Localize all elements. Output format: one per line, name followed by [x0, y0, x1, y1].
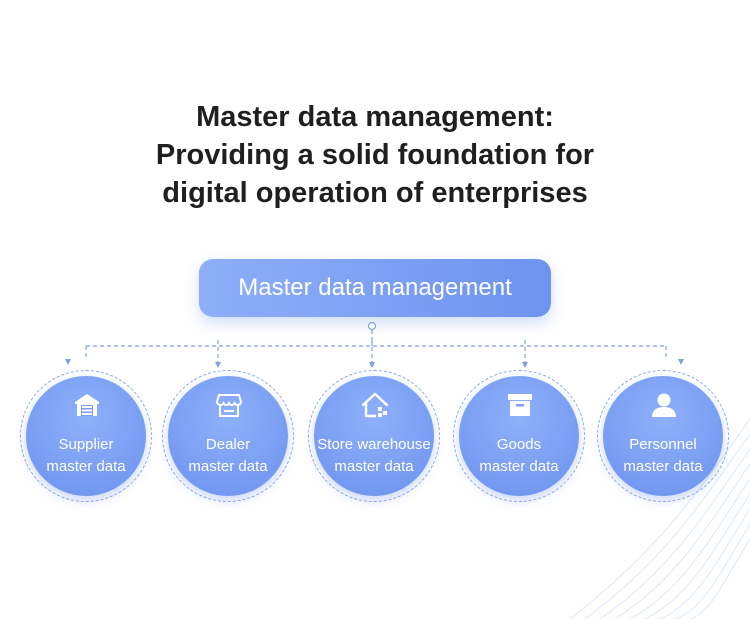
storefront-icon: [216, 394, 242, 417]
decorative-wave-lines: [569, 418, 750, 619]
warehouse-icon: [75, 394, 99, 416]
personnel-label-line-1: Personnel: [629, 436, 697, 453]
title-line-1: Master data management:: [196, 101, 554, 133]
personnel-node: Personnel master data: [597, 370, 729, 502]
goods-node: Goods master data: [453, 370, 585, 502]
title-line-3: digital operation of enterprises: [162, 177, 588, 209]
root-node: Master data management: [199, 259, 551, 317]
goods-label-line-2: master data: [479, 458, 559, 475]
store-warehouse-label-line-1: Store warehouse: [317, 436, 431, 453]
goods-label-line-1: Goods: [496, 436, 542, 453]
supplier-node: Supplier master data: [20, 370, 152, 502]
title-line-2: Providing a solid foundation for: [155, 139, 595, 171]
arrowhead-4: [522, 362, 528, 368]
root-node-label: Master data management: [238, 274, 512, 301]
arrowhead-3: [369, 362, 375, 368]
home-network-icon: [361, 392, 389, 418]
supplier-label-line-1: Supplier: [58, 436, 114, 453]
page-title: Master data management: Providing a soli…: [0, 98, 750, 212]
arrowhead-5: [678, 359, 684, 365]
box-icon: [508, 394, 532, 416]
dealer-label-line-1: Dealer: [205, 436, 251, 453]
dealer-node: Dealer master data: [162, 370, 294, 502]
arrowhead-1: [65, 359, 71, 365]
supplier-label-line-2: master data: [46, 458, 126, 475]
store-warehouse-node: Store warehouse master data: [308, 370, 440, 502]
dealer-label-line-2: master data: [188, 458, 268, 475]
arrowhead-2: [215, 362, 221, 368]
connector-origin-dot: [367, 321, 377, 331]
personnel-label-line-2: master data: [623, 458, 703, 475]
person-icon: [652, 393, 676, 417]
store-warehouse-label-line-2: master data: [334, 458, 414, 475]
